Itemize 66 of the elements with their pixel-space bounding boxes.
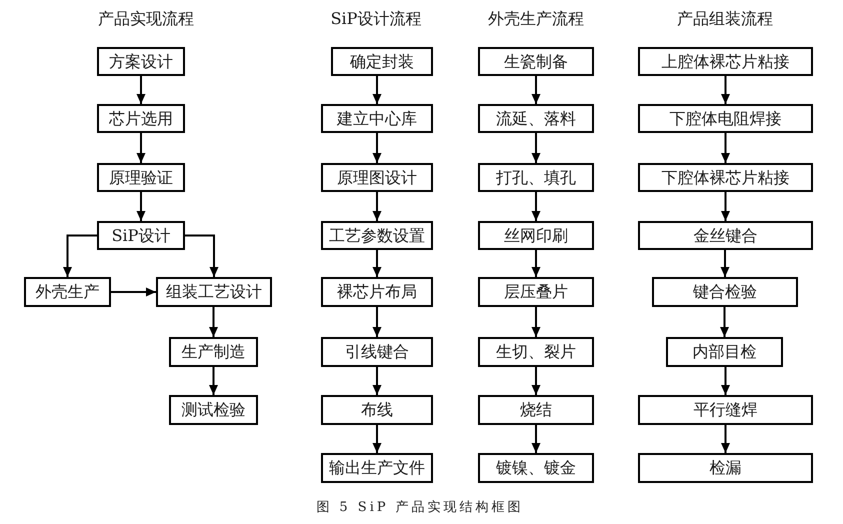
process-box: 下腔体电阻焊接 xyxy=(638,104,813,133)
column-heading: 外壳生产流程 xyxy=(488,10,584,28)
figure-caption: 图 5 SiP 产品实现结构框图 xyxy=(316,500,524,516)
arrow xyxy=(372,307,382,337)
arrow xyxy=(372,250,382,277)
process-box: 布线 xyxy=(321,395,433,425)
process-box: SiP设计 xyxy=(97,221,185,250)
arrow xyxy=(63,234,97,277)
process-box: 建立中心库 xyxy=(321,104,433,133)
process-box: 方案设计 xyxy=(97,47,185,76)
arrow xyxy=(721,425,730,453)
process-box: 测试检验 xyxy=(169,395,258,425)
arrow xyxy=(721,133,730,163)
arrow xyxy=(372,76,382,104)
process-box: 流延、落料 xyxy=(478,104,594,133)
arrow xyxy=(532,133,540,163)
process-box: 生瓷制备 xyxy=(478,47,594,76)
arrow xyxy=(532,425,540,453)
process-box: 芯片选用 xyxy=(97,104,185,133)
process-box: 层压叠片 xyxy=(478,277,594,307)
arrow xyxy=(532,307,540,337)
process-box: 确定封装 xyxy=(331,47,433,76)
process-box: 平行缝焊 xyxy=(638,395,813,425)
arrow xyxy=(136,133,146,163)
process-box: 烧结 xyxy=(478,395,594,425)
process-box: 生切、裂片 xyxy=(478,337,594,367)
process-box: 金丝键合 xyxy=(638,221,813,250)
arrow xyxy=(532,367,540,395)
arrow xyxy=(372,133,382,163)
arrow xyxy=(720,307,729,337)
process-box: 丝网印刷 xyxy=(478,221,594,250)
process-box: 镀镍、镀金 xyxy=(478,453,594,483)
process-box: 原理验证 xyxy=(97,163,185,192)
process-box: 内部目检 xyxy=(666,337,783,367)
column-heading: 产品组装流程 xyxy=(677,10,773,28)
arrow xyxy=(372,192,382,221)
arrow xyxy=(721,76,730,104)
column-heading: 产品实现流程 xyxy=(98,10,194,28)
process-box: 引线键合 xyxy=(321,337,433,367)
column-heading: SiP设计流程 xyxy=(330,10,422,28)
process-box: 裸芯片布局 xyxy=(321,277,433,307)
process-box: 输出生产文件 xyxy=(321,453,433,483)
arrow xyxy=(136,76,146,104)
arrow xyxy=(209,367,218,395)
process-box: 键合检验 xyxy=(652,277,798,307)
arrow xyxy=(721,192,730,221)
arrow xyxy=(720,250,730,277)
arrow xyxy=(532,250,540,277)
arrow xyxy=(185,234,218,277)
arrow xyxy=(209,307,218,337)
process-box: 生产制造 xyxy=(169,337,258,367)
arrow xyxy=(532,76,540,104)
arrow xyxy=(372,425,382,453)
arrow xyxy=(136,192,146,221)
arrow xyxy=(372,367,382,395)
process-box: 原理图设计 xyxy=(321,163,433,192)
arrow xyxy=(532,192,540,221)
process-box: 工艺参数设置 xyxy=(321,221,433,250)
process-box: 上腔体裸芯片粘接 xyxy=(638,47,813,76)
process-box: 外壳生产 xyxy=(24,277,111,307)
process-box: 打孔、填孔 xyxy=(478,163,594,192)
arrow xyxy=(721,367,730,395)
process-box: 检漏 xyxy=(638,453,813,483)
arrow xyxy=(111,288,156,296)
process-box: 组装工艺设计 xyxy=(156,277,272,307)
process-box: 下腔体裸芯片粘接 xyxy=(638,163,813,192)
